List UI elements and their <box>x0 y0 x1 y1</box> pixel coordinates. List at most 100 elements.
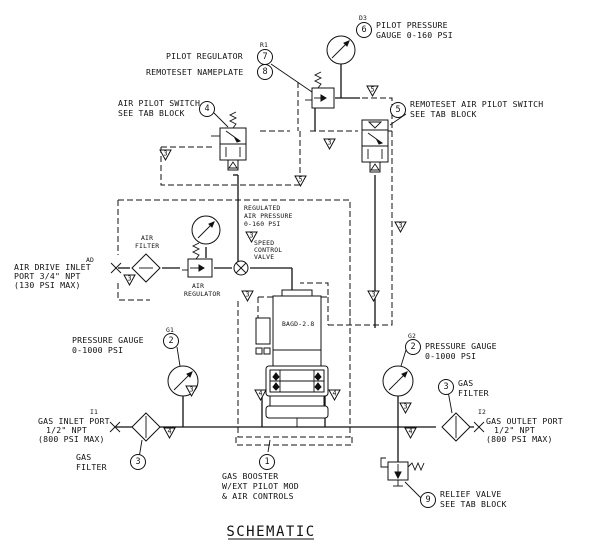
pilot-regulator-label: PILOT REGULATOR <box>166 51 243 61</box>
pressure-gauge-right-label: PRESSURE GAUGE <box>425 341 497 351</box>
regulated-air-label-2: AIR PRESSURE <box>244 212 293 220</box>
labels: D3 PILOT PRESSURE GAUGE 0-160 PSI R1 PIL… <box>14 14 563 540</box>
pilot-lines <box>117 82 393 446</box>
gas-booster-label-3: & AIR CONTROLS <box>222 491 294 501</box>
schematic-title: SCHEMATIC <box>226 524 315 540</box>
pilot-pressure-gauge-range: GAUGE 0-160 PSI <box>376 30 453 40</box>
svg-text:1: 1 <box>264 457 269 467</box>
relief-valve-label-1: RELIEF VALVE <box>440 489 502 499</box>
flag-3i: 3 <box>245 231 258 244</box>
flag-3e: 3 <box>241 290 254 303</box>
svg-text:3: 3 <box>328 139 332 147</box>
leader-lines <box>138 63 453 499</box>
relief-valve <box>380 457 425 487</box>
svg-text:5: 5 <box>395 105 400 115</box>
svg-text:8: 8 <box>262 67 267 77</box>
air-drive-inlet-label-2: PORT 3/4" NPT <box>14 271 81 281</box>
svg-text:3: 3 <box>164 150 168 158</box>
pressure-gauge-left-range: 0-1000 PSI <box>72 345 123 355</box>
speed-control-label-1: SPEED <box>254 239 274 247</box>
svg-text:5: 5 <box>299 176 303 184</box>
svg-text:2: 2 <box>410 342 415 352</box>
balloon-9: 9 <box>420 492 436 508</box>
pilot-regulator <box>305 71 335 109</box>
svg-text:4: 4 <box>168 428 172 436</box>
svg-text:3: 3 <box>246 291 250 299</box>
booster-model-label: BAGD-2.8 <box>282 320 314 328</box>
air-pilot-switch-label: AIR PILOT SWITCH <box>118 98 200 108</box>
i2-tag: I2 <box>478 408 486 416</box>
balloon-3-left: 3 <box>130 454 146 470</box>
gas-filter-right-label-1: GAS <box>458 378 473 388</box>
regulated-air-label-1: REGULATED <box>244 204 280 212</box>
air-regulator-label-1: AIR <box>192 282 204 290</box>
pressure-gauge-right-range: 0-1000 PSI <box>425 351 476 361</box>
revision-flags: 5 5 3 3 3 3 3 3 3 3 3 4 4 4 4 <box>123 85 417 440</box>
i1-tag: I1 <box>90 408 98 416</box>
pilot-pressure-gauge-label: PILOT PRESSURE <box>376 20 448 30</box>
r1-tag: R1 <box>260 41 268 49</box>
svg-text:5: 5 <box>371 86 375 94</box>
flag-3b: 3 <box>159 149 172 162</box>
flag-5a: 5 <box>366 85 379 98</box>
flag-4c: 4 <box>328 389 341 402</box>
svg-text:4: 4 <box>409 428 413 436</box>
balloon-5: 5 <box>390 102 406 118</box>
gas-inlet-label-3: (800 PSI MAX) <box>38 434 105 444</box>
speed-control-valve <box>233 260 249 276</box>
g1-tag: G1 <box>166 326 174 334</box>
balloon-1: 1 <box>259 454 275 470</box>
gas-inlet-label-1: GAS INLET PORT <box>38 416 110 426</box>
g2-tag: G2 <box>408 332 416 340</box>
remoteset-air-pilot-switch <box>361 119 389 173</box>
svg-text:4: 4 <box>333 390 337 398</box>
air-filter-label-2: FILTER <box>135 242 159 250</box>
flag-3d: 3 <box>123 274 136 287</box>
gas-inlet-port-symbol <box>109 421 121 433</box>
item-balloons: 6 7 8 4 5 2 2 3 1 3 9 <box>130 22 454 508</box>
gas-outlet-label-2: 1/2" NPT <box>494 425 535 435</box>
balloon-2-left: 2 <box>163 333 179 349</box>
flag-3c: 3 <box>394 221 407 234</box>
flag-3a: 3 <box>323 138 336 151</box>
gas-filter-left-label-2: FILTER <box>76 462 107 472</box>
speed-control-label-2: CONTROL <box>254 246 282 254</box>
pressure-gauge-left-label: PRESSURE GAUGE <box>72 335 144 345</box>
balloon-2-right: 2 <box>405 339 421 355</box>
gas-inlet-label-2: 1/2" NPT <box>46 425 87 435</box>
regulated-air-label-3: 0-160 PSI <box>244 220 280 228</box>
pilot-pressure-gauge <box>326 35 356 65</box>
flag-4d: 4 <box>404 427 417 440</box>
pressure-gauge-right <box>382 365 414 397</box>
flag-3g: 3 <box>185 385 198 398</box>
air-drive-inlet-label-3: (130 PSI MAX) <box>14 280 81 290</box>
svg-text:4: 4 <box>204 104 209 114</box>
air-drive-inlet-label-1: AIR DRIVE INLET <box>14 262 91 272</box>
balloon-7: 7 <box>257 49 273 65</box>
d3-tag: D3 <box>359 14 367 22</box>
flag-3h: 3 <box>399 402 412 415</box>
flag-3f: 3 <box>367 290 380 303</box>
svg-text:3: 3 <box>128 275 132 283</box>
svg-text:9: 9 <box>425 495 430 505</box>
svg-text:6: 6 <box>361 25 366 35</box>
remoteset-nameplate-label: REMOTESET NAMEPLATE <box>146 67 243 77</box>
gas-filter-left <box>131 412 161 442</box>
svg-text:2: 2 <box>168 336 173 346</box>
speed-control-label-3: VALVE <box>254 253 274 261</box>
gas-filter-right <box>441 412 471 442</box>
svg-text:4: 4 <box>259 390 263 398</box>
air-regulator <box>182 215 221 278</box>
air-pilot-switch <box>211 111 247 171</box>
air-regulator-label-2: REGULATOR <box>184 290 220 298</box>
gas-filter-left-label-1: GAS <box>76 452 91 462</box>
air-pilot-switch-ref: SEE TAB BLOCK <box>118 108 185 118</box>
gas-booster-label-2: W/EXT PILOT MOD <box>222 481 299 491</box>
svg-text:3: 3 <box>250 232 254 240</box>
flag-4b: 4 <box>254 389 267 402</box>
air-filter <box>131 253 161 283</box>
balloon-8: 8 <box>257 64 273 80</box>
gas-filter-right-label-2: FILTER <box>458 388 489 398</box>
gas-booster-label-1: GAS BOOSTER <box>222 471 278 481</box>
